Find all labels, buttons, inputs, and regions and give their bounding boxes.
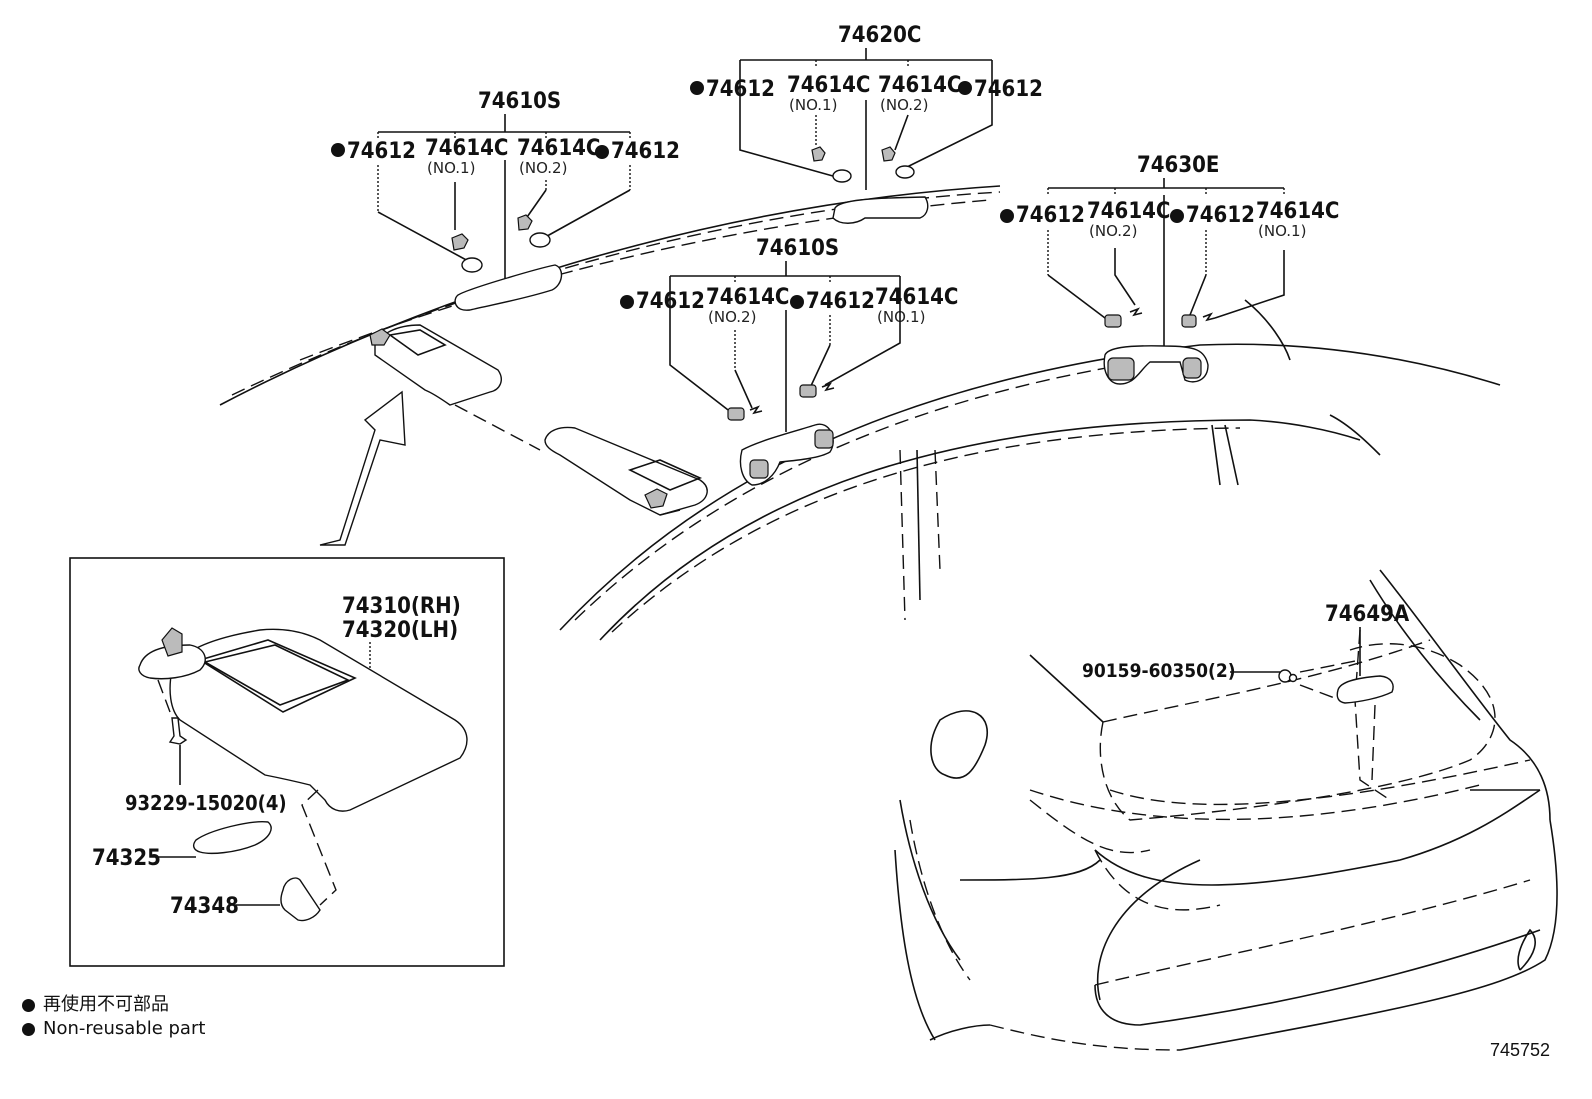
sun-visors-installed xyxy=(369,324,708,516)
legend-text-ja: 再使用不可部品 xyxy=(43,994,169,1015)
clip-cap-icon xyxy=(529,232,551,248)
part-label-74320-lh[interactable]: 74320(LH) xyxy=(342,618,458,643)
part-label-74614C[interactable]: 74614C xyxy=(787,73,870,98)
part-label-74610S[interactable]: 74610S xyxy=(478,89,561,114)
group-74649A: 74649A 90159-60350(2) xyxy=(1082,602,1410,781)
part-label-74612[interactable]: 74612 xyxy=(611,139,680,164)
part-label-74649A[interactable]: 74649A xyxy=(1325,602,1410,627)
clip-cap-icon xyxy=(461,257,483,273)
figure-id: 745752 xyxy=(1490,1040,1551,1060)
legend: 再使用不可部品 Non-reusable part xyxy=(22,993,205,1041)
inset-box: 74310(RH) 74320(LH) 93229-15020(4) 74325… xyxy=(69,557,505,967)
part-note: (NO.1) xyxy=(877,308,925,326)
legend-item-ja: 再使用不可部品 xyxy=(22,993,205,1017)
group-74610S-front: 74610S 74612 74614C (NO.1) 74614C (NO.2)… xyxy=(331,89,680,311)
visor-hinge-icon xyxy=(644,488,668,509)
part-label-74614C[interactable]: 74614C xyxy=(1256,199,1339,224)
visor-holder-74348[interactable] xyxy=(280,877,321,922)
part-label-74630E[interactable]: 74630E xyxy=(1137,153,1219,178)
clip-icon xyxy=(727,407,745,421)
screw-icon xyxy=(168,717,188,745)
roof-outline xyxy=(219,185,1501,641)
non-reusable-bullet xyxy=(620,295,634,309)
non-reusable-bullet xyxy=(790,295,804,309)
clip-spring-icon xyxy=(749,405,763,415)
grip-cap-icon xyxy=(1107,357,1135,381)
part-label-74612[interactable]: 74612 xyxy=(806,289,875,314)
non-reusable-bullet-icon xyxy=(22,1022,35,1036)
grip-cap-icon xyxy=(814,429,834,449)
part-label-74620C[interactable]: 74620C xyxy=(838,23,921,48)
clip-icon xyxy=(811,146,826,162)
part-label-74610S[interactable]: 74610S xyxy=(756,236,839,261)
non-reusable-bullet xyxy=(595,145,609,159)
visor-hinge-icon xyxy=(161,627,183,657)
clip-spring-icon xyxy=(1202,312,1216,322)
non-reusable-bullet xyxy=(958,81,972,95)
part-label-74614C[interactable]: 74614C xyxy=(425,136,508,161)
part-label-74614C[interactable]: 74614C xyxy=(1087,199,1170,224)
part-label-74612[interactable]: 74612 xyxy=(1016,203,1085,228)
clip-icon xyxy=(881,146,896,162)
clip-spring-icon xyxy=(821,382,835,392)
part-label-74614C[interactable]: 74614C xyxy=(875,285,958,310)
part-label-90159-60350[interactable]: 90159-60350(2) xyxy=(1082,660,1236,682)
non-reusable-bullet xyxy=(690,81,704,95)
garnish-74649A[interactable] xyxy=(1336,675,1394,704)
legend-text-en: Non-reusable part xyxy=(43,1018,206,1039)
clip-icon xyxy=(517,214,533,231)
part-note: (NO.2) xyxy=(519,159,567,177)
clip-spring-icon xyxy=(1129,307,1143,317)
clip-nut-icon xyxy=(1288,673,1298,683)
clip-icon xyxy=(799,384,817,398)
part-label-74614C[interactable]: 74614C xyxy=(517,136,600,161)
clip-icon xyxy=(1181,314,1197,328)
grip-cap-icon xyxy=(749,459,769,479)
part-note: (NO.2) xyxy=(880,96,928,114)
part-label-93229-15020[interactable]: 93229-15020(4) xyxy=(125,791,287,815)
non-reusable-bullet-icon xyxy=(22,998,35,1012)
mirror-cover-74325[interactable] xyxy=(192,821,272,854)
clip-icon xyxy=(1104,314,1122,328)
rear-body-outline xyxy=(894,569,1558,1051)
group-74610S-rear: 74610S 74612 74614C (NO.2) 74612 74614C … xyxy=(620,236,958,486)
clip-cap-icon xyxy=(895,165,915,179)
part-note: (NO.1) xyxy=(427,159,475,177)
part-note: (NO.1) xyxy=(1258,222,1306,240)
sun-visor-inset[interactable] xyxy=(169,628,468,812)
assist-grip-74620C[interactable] xyxy=(832,196,929,224)
clip-cap-icon xyxy=(832,169,852,183)
arrow-icon xyxy=(319,390,406,546)
group-74630E: 74630E 74612 74614C (NO.2) 74612 74614C … xyxy=(1000,153,1339,385)
part-note: (NO.2) xyxy=(1089,222,1137,240)
visor-hinge-icon xyxy=(369,328,391,346)
part-label-74614C[interactable]: 74614C xyxy=(706,285,789,310)
assist-grip-74610S-front[interactable] xyxy=(454,264,563,311)
grip-cap-icon xyxy=(1182,357,1202,379)
part-label-74612[interactable]: 74612 xyxy=(974,77,1043,102)
part-label-74614C[interactable]: 74614C xyxy=(878,73,961,98)
part-note: (NO.2) xyxy=(708,308,756,326)
sun-visor-right-installed[interactable] xyxy=(374,324,502,406)
part-label-74612[interactable]: 74612 xyxy=(347,139,416,164)
clip-icon xyxy=(451,233,469,251)
sun-visor-left-installed[interactable] xyxy=(544,426,708,516)
non-reusable-bullet xyxy=(1000,209,1014,223)
part-label-74325[interactable]: 74325 xyxy=(92,846,161,871)
part-label-74348[interactable]: 74348 xyxy=(170,894,239,919)
part-label-74310-rh[interactable]: 74310(RH) xyxy=(342,594,461,619)
non-reusable-bullet xyxy=(331,143,345,157)
part-note: (NO.1) xyxy=(789,96,837,114)
non-reusable-bullet xyxy=(1170,209,1184,223)
part-label-74612[interactable]: 74612 xyxy=(1186,203,1255,228)
group-74620C: 74620C 74612 74614C (NO.1) 74614C (NO.2)… xyxy=(690,23,1043,224)
clip-nut-icon xyxy=(1278,669,1292,683)
legend-item-en: Non-reusable part xyxy=(22,1017,205,1041)
